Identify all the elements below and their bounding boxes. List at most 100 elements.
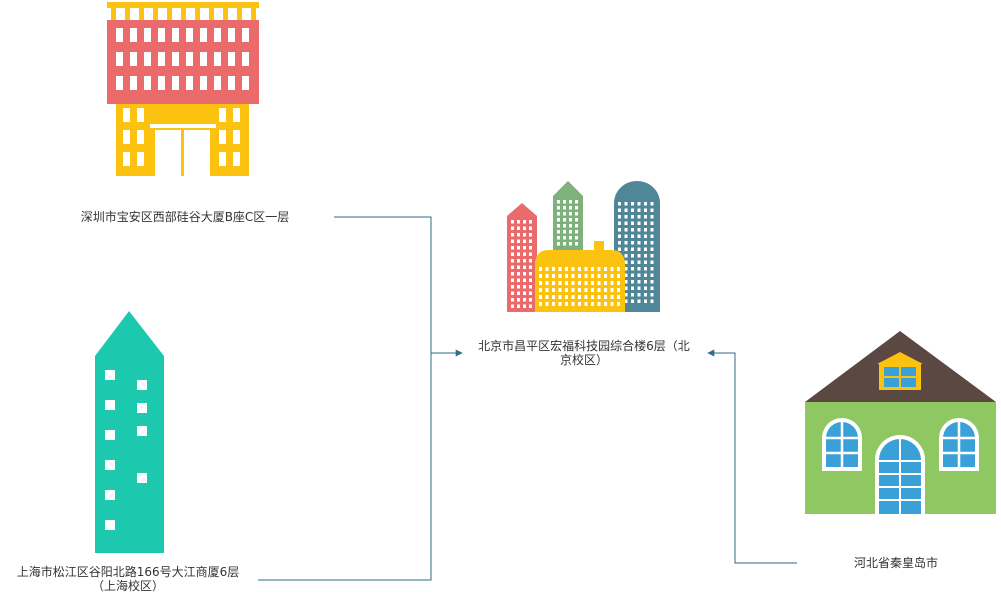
window: [624, 228, 628, 232]
window: [529, 265, 532, 269]
window: [511, 233, 514, 237]
window: [523, 265, 526, 269]
window: [650, 254, 654, 258]
window: [617, 288, 620, 292]
window: [624, 208, 628, 212]
window: [186, 28, 193, 42]
window: [597, 302, 601, 306]
window: [130, 76, 137, 90]
window: [644, 260, 647, 264]
window: [563, 206, 566, 210]
window: [545, 288, 549, 292]
window: [591, 267, 594, 271]
window: [644, 202, 647, 206]
window: [591, 281, 594, 285]
window: [571, 274, 575, 278]
window: [558, 295, 562, 299]
window: [618, 215, 621, 219]
window: [578, 274, 581, 278]
window: [637, 247, 641, 251]
hebei-house-icon: [805, 331, 996, 514]
shanghai-address-line2: （上海校区）: [91, 579, 164, 593]
window: [200, 52, 207, 66]
window: [233, 152, 240, 166]
window: [650, 221, 654, 225]
window: [578, 267, 581, 271]
window: [584, 281, 588, 285]
window: [565, 281, 568, 285]
shanghai-tower-icon: [95, 311, 164, 553]
window: [563, 236, 566, 240]
window: [624, 215, 628, 219]
window: [575, 200, 578, 204]
window: [618, 234, 621, 238]
window: [158, 76, 165, 90]
window: [610, 302, 614, 306]
window: [517, 272, 520, 276]
window: [569, 218, 572, 222]
window: [552, 281, 555, 285]
window: [517, 252, 520, 256]
window: [557, 200, 560, 204]
window: [624, 280, 628, 284]
window: [523, 246, 526, 250]
window: [650, 234, 654, 238]
window: [644, 215, 647, 219]
window: [618, 247, 621, 251]
window: [637, 241, 641, 245]
window: [517, 233, 520, 237]
window: [563, 224, 566, 228]
window: [624, 286, 628, 290]
window: [116, 52, 123, 66]
window: [172, 28, 179, 42]
window: [158, 28, 165, 42]
window: [565, 295, 568, 299]
window: [228, 28, 235, 42]
window: [511, 259, 514, 263]
window: [624, 247, 628, 251]
window: [610, 281, 614, 285]
window: [517, 304, 520, 308]
window: [575, 218, 578, 222]
window: [644, 286, 647, 290]
window: [575, 224, 578, 228]
window: [644, 247, 647, 251]
window: [597, 295, 601, 299]
connector-lines: [258, 216, 797, 581]
window: [137, 152, 144, 166]
window: [557, 212, 560, 216]
window: [631, 280, 634, 284]
window: [650, 247, 654, 251]
window: [511, 272, 514, 276]
window: [597, 267, 601, 271]
window: [517, 239, 520, 243]
window: [563, 212, 566, 216]
window: [116, 76, 123, 90]
window: [523, 272, 526, 276]
window: [637, 208, 641, 212]
window: [529, 298, 532, 302]
window: [529, 233, 532, 237]
window: [569, 236, 572, 240]
window: [558, 288, 562, 292]
window: [529, 239, 532, 243]
window: [552, 274, 555, 278]
window: [137, 130, 144, 144]
window: [557, 218, 560, 222]
window: [618, 228, 621, 232]
window: [529, 226, 532, 230]
window: [529, 259, 532, 263]
window: [242, 76, 249, 90]
window: [597, 281, 601, 285]
window: [123, 108, 130, 122]
window: [557, 242, 560, 246]
window: [604, 267, 607, 271]
window: [575, 206, 578, 210]
window: [604, 288, 607, 292]
window: [637, 293, 641, 297]
window: [200, 28, 207, 42]
window: [617, 295, 620, 299]
window: [578, 295, 581, 299]
window: [597, 274, 601, 278]
window: [650, 260, 654, 264]
